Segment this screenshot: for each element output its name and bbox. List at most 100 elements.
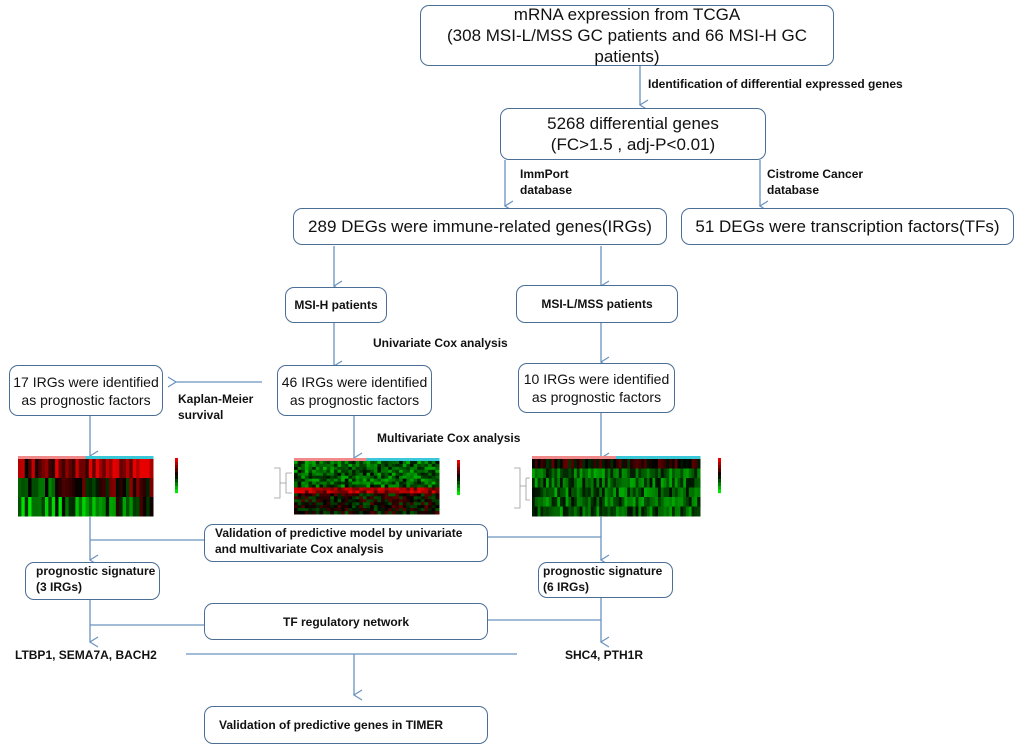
heatmap-cell [428, 496, 433, 500]
heatmap-cell [646, 497, 651, 507]
heatmap-cell [319, 463, 324, 468]
heatmap-cell [370, 487, 375, 491]
heatmap-cell [301, 493, 306, 497]
tfnet-text: TF regulatory network [282, 614, 410, 629]
heatmap-group-bar-cell [574, 456, 578, 459]
heatmap-cell [658, 497, 662, 507]
heatmap-cell [294, 496, 299, 500]
heatmap-group-bar-cell [694, 456, 698, 459]
heatmap-cell [352, 490, 357, 494]
heatmap-cell [297, 472, 302, 477]
heatmap-cell [666, 487, 670, 498]
heatmap-cell [574, 459, 578, 469]
heatmap-cell [373, 487, 378, 491]
heatmap-cell [352, 481, 357, 486]
heatmap-cell [301, 505, 306, 509]
genes-left: LTBP1, SEMA7A, BACH2 [15, 648, 157, 662]
heatmap-cell [644, 487, 648, 498]
heatmap-cell [593, 497, 597, 507]
heatmap-cell [381, 472, 386, 477]
heatmap-cell [669, 487, 673, 498]
heatmap-cell [674, 478, 679, 488]
heatmap-cell [366, 511, 371, 515]
heatmap-cell [41, 497, 46, 517]
heatmap-color-key [457, 481, 460, 485]
heatmap-cell [297, 481, 302, 486]
heatmap-cell [312, 461, 317, 465]
heatmap-cell [315, 461, 320, 465]
heatmap-cell [568, 487, 572, 498]
heatmap-cell [624, 497, 628, 507]
heatmap-cell [370, 484, 375, 488]
heatmap-cell [663, 506, 667, 517]
heatmap-cell [395, 463, 400, 468]
heatmap-cell [95, 497, 100, 517]
heatmap-cell [323, 511, 328, 515]
heatmap-cell [546, 478, 550, 488]
heatmap-cell [417, 463, 422, 468]
msil-text: MSI-L/MSS patients [541, 297, 653, 311]
heatmap-cell [85, 459, 90, 479]
heatmap-group-bar-cell [384, 458, 389, 461]
heatmap-cell [55, 497, 59, 517]
heatmap-cell [548, 487, 553, 498]
heatmap-cell [399, 463, 404, 468]
heatmap-cell [638, 506, 642, 517]
heatmap-cell [341, 508, 346, 512]
heatmap-cell [655, 468, 659, 479]
heatmap-cell [304, 508, 309, 512]
heatmap-group-bar-cell [669, 456, 673, 459]
heatmap-color-key [175, 472, 178, 476]
heatmap-cell [406, 493, 411, 497]
heatmap-cell [28, 478, 32, 498]
heatmap-cell [352, 478, 357, 483]
heatmap-cell [630, 506, 634, 517]
heatmap-cell [78, 497, 83, 517]
heatmap-cell [579, 497, 583, 507]
heatmap-cell [362, 493, 367, 497]
heatmap-cell [362, 487, 367, 491]
heatmap-cell [616, 497, 620, 507]
heatmap-group-bar-cell [395, 458, 400, 461]
heatmap-cell [377, 490, 382, 494]
heatmap-cell [48, 478, 53, 498]
heatmap-cell [621, 506, 625, 517]
heatmap-cell [632, 459, 637, 469]
heatmap-cell [337, 466, 342, 471]
heatmap-cell [663, 487, 667, 498]
heatmap-cell [319, 511, 324, 515]
heatmap-cell [99, 497, 103, 517]
heatmap-cell [319, 508, 324, 512]
heatmap-cell [391, 508, 396, 512]
heatmap-cell [297, 475, 302, 480]
heatmap-cell [413, 487, 418, 491]
heatmap-cell [406, 508, 411, 512]
heatmap-cell [646, 468, 651, 479]
heatmap-cell [373, 466, 378, 471]
heatmap-cell [362, 484, 367, 488]
heatmap-cell [341, 499, 346, 503]
heatmap-cell [348, 481, 353, 486]
heatmap-cell [362, 481, 367, 486]
heatmap-cell [381, 496, 386, 500]
heatmap-cell [610, 478, 614, 488]
heatmap-color-key [175, 461, 178, 466]
heatmap-cell [635, 506, 639, 517]
heatmap-cell [304, 472, 309, 477]
heatmap-cell [58, 497, 63, 517]
heatmap-cell [395, 475, 400, 480]
heatmap-cell [399, 496, 404, 500]
heatmap-cell [596, 468, 600, 479]
heatmap-cell [431, 466, 436, 471]
heatmap-cell [649, 497, 653, 507]
heatmap-cell [315, 493, 320, 497]
heatmap-cell [431, 502, 436, 506]
heatmap-cell [333, 472, 338, 477]
heatmap-cell [428, 502, 433, 506]
heatmap-cell [366, 472, 371, 477]
heatmap-cell [333, 466, 338, 471]
heatmap-cell [65, 459, 70, 479]
heatmap-cell [312, 481, 317, 486]
heatmap-cell [326, 502, 331, 506]
heatmap-cell [78, 478, 83, 498]
